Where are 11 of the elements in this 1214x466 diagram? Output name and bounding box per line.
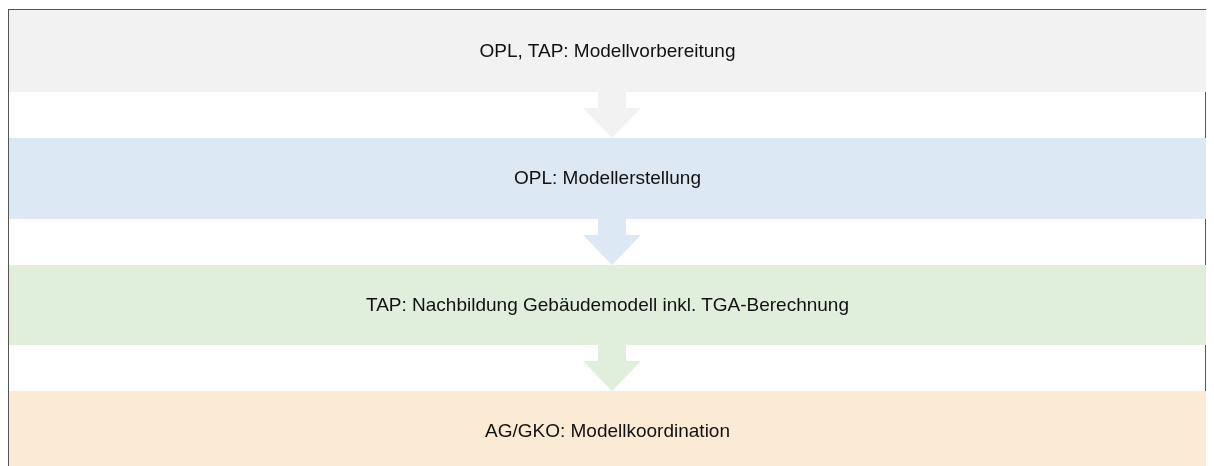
process-band <box>9 391 1206 466</box>
block-arrow <box>583 92 641 138</box>
process-band <box>9 10 1206 92</box>
step-label: AG/GKO: Modellkoordination <box>485 419 730 443</box>
step-label: OPL, TAP: Modellvorbereitung <box>479 39 736 63</box>
block-arrow <box>583 345 641 391</box>
process-band <box>9 265 1206 345</box>
step-label: TAP: Nachbildung Gebäudemodell inkl. TGA-Berechnung <box>366 293 849 317</box>
process-band <box>9 138 1206 219</box>
step-label: OPL: Modellerstellung <box>514 167 701 190</box>
block-arrow <box>583 219 641 265</box>
